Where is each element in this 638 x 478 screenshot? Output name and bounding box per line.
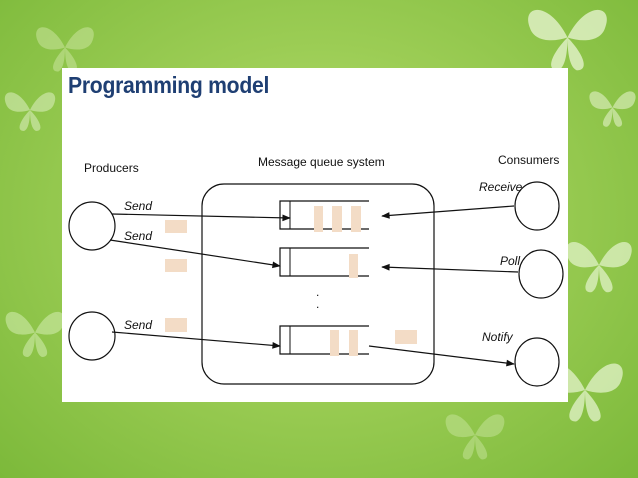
queued-message	[351, 206, 361, 232]
poll-label: Poll	[500, 254, 520, 268]
in-transit-message	[165, 220, 187, 233]
receive-label: Receive	[479, 180, 523, 194]
queue-3	[279, 325, 369, 356]
send-label: Send	[124, 318, 152, 332]
send-arrow	[111, 331, 281, 349]
consumers-label: Consumers	[498, 153, 559, 167]
poll-arrow	[381, 263, 519, 273]
send-arrow	[111, 213, 291, 222]
notify-arrow	[368, 345, 515, 367]
queue-2	[279, 247, 369, 278]
queue-1	[279, 200, 369, 232]
butterfly-icon	[589, 91, 636, 127]
butterfly-icon	[5, 311, 65, 357]
producers-label: Producers	[84, 161, 139, 175]
queue-system-label: Message queue system	[258, 155, 385, 169]
consumer-node	[514, 337, 560, 387]
butterfly-icon	[4, 92, 56, 131]
more-queues-ellipsis: .	[316, 285, 319, 299]
receive-arrow	[381, 205, 515, 219]
notify-label: Notify	[482, 330, 514, 344]
in-transit-message	[165, 259, 187, 272]
queued-message	[332, 206, 342, 232]
queued-message	[349, 330, 358, 356]
butterfly-icon	[528, 9, 607, 71]
producer-node	[68, 311, 116, 361]
in-transit-message	[395, 330, 417, 344]
send-label: Send	[124, 199, 152, 213]
queued-message	[349, 254, 358, 278]
queued-message	[330, 330, 339, 356]
queued-message	[314, 206, 323, 232]
slide-title: Programming model	[68, 72, 270, 98]
send-label: Send	[124, 229, 152, 243]
producer-node	[68, 201, 116, 251]
consumer-node	[514, 181, 560, 231]
send-arrow	[109, 239, 281, 269]
message-queue-diagram: Producers Message queue system Consumers…	[68, 153, 564, 387]
consumer-node	[518, 249, 564, 299]
butterfly-icon	[445, 414, 505, 460]
in-transit-message	[165, 318, 187, 332]
queue-system-boundary	[201, 183, 435, 385]
more-queues-ellipsis: .	[316, 297, 319, 311]
slide-panel: Producers Message queue system Consumers…	[62, 68, 568, 402]
butterfly-icon	[566, 242, 632, 293]
butterfly-icon	[36, 27, 94, 72]
